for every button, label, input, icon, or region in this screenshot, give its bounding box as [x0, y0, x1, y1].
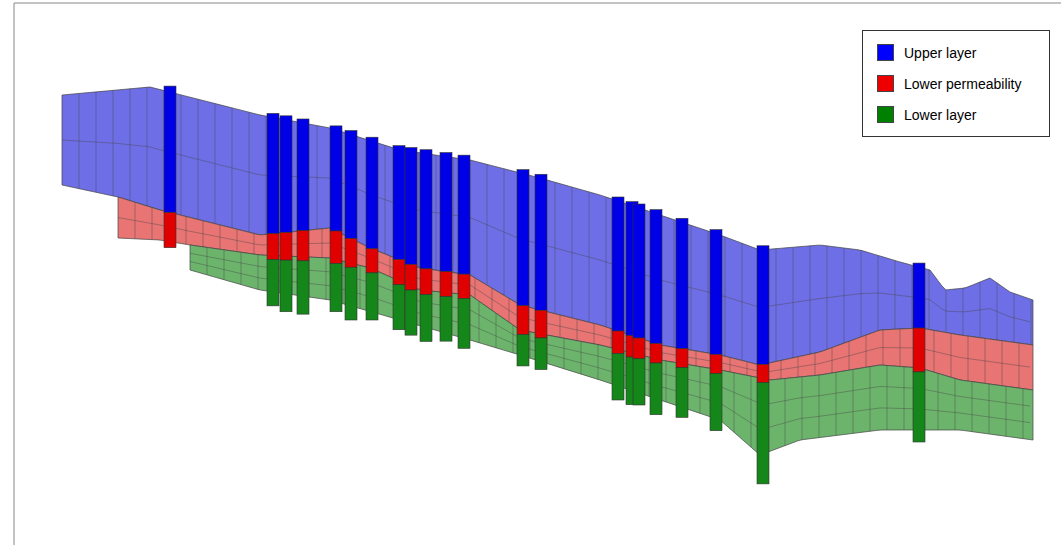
- legend-swatch: [877, 106, 894, 123]
- legend-entry: Lower layer: [877, 99, 1039, 130]
- frame: [14, 3, 1061, 545]
- legend-swatch: [877, 44, 894, 61]
- legend-box: Upper layerLower permeabilityLower layer: [862, 30, 1050, 137]
- legend-swatch: [877, 75, 894, 92]
- legend-label: Lower layer: [904, 107, 976, 123]
- layer-band: [190, 245, 1033, 454]
- legend-label: Upper layer: [904, 45, 976, 61]
- legend-entry: Lower permeability: [877, 68, 1039, 99]
- mesh-lines: [190, 247, 1030, 452]
- borehole-columns: [164, 86, 925, 484]
- legend-entry: Upper layer: [877, 37, 1039, 68]
- legend-label: Lower permeability: [904, 76, 1022, 92]
